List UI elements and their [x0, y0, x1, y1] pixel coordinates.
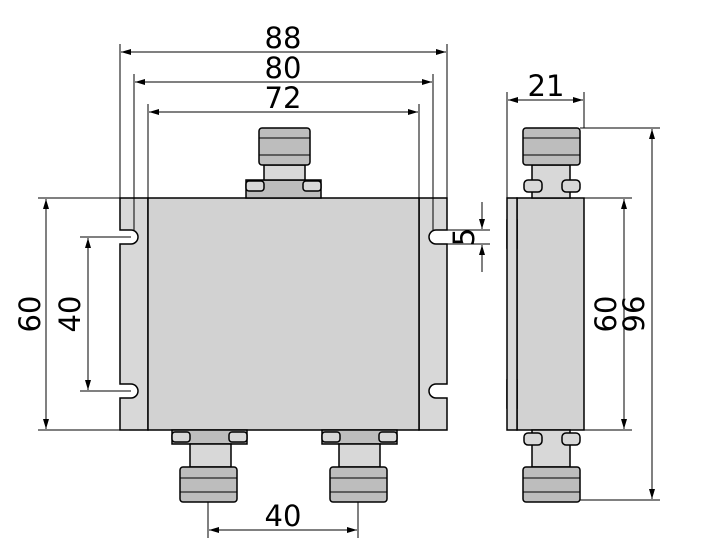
dim-label-72: 72	[265, 81, 302, 115]
dim-label-96-right: 96	[617, 296, 651, 333]
right-flange	[418, 197, 448, 431]
dim-label-60-left: 60	[13, 296, 47, 333]
side-body	[516, 197, 585, 431]
dim-label-88: 88	[265, 21, 302, 55]
dim-label-80: 80	[265, 51, 302, 85]
dim-label-60-right: 60	[589, 296, 623, 333]
left-flange	[119, 197, 149, 431]
bottom-left-connector	[171, 429, 248, 503]
dim-label-40-bottom: 40	[265, 499, 302, 533]
dim-label-40-left: 40	[53, 296, 87, 333]
top-connector	[245, 127, 322, 199]
main-body	[147, 197, 420, 431]
bottom-right-connector	[321, 429, 398, 503]
dim-label-21: 21	[528, 69, 565, 103]
side-top-connector	[522, 127, 581, 199]
dim-label-5: 5	[447, 228, 481, 246]
dimensions: 88 80 72 21 60 40 5 60	[13, 21, 660, 538]
side-bottom-connector	[522, 429, 581, 503]
front-view	[119, 127, 448, 503]
side-view	[506, 127, 585, 503]
